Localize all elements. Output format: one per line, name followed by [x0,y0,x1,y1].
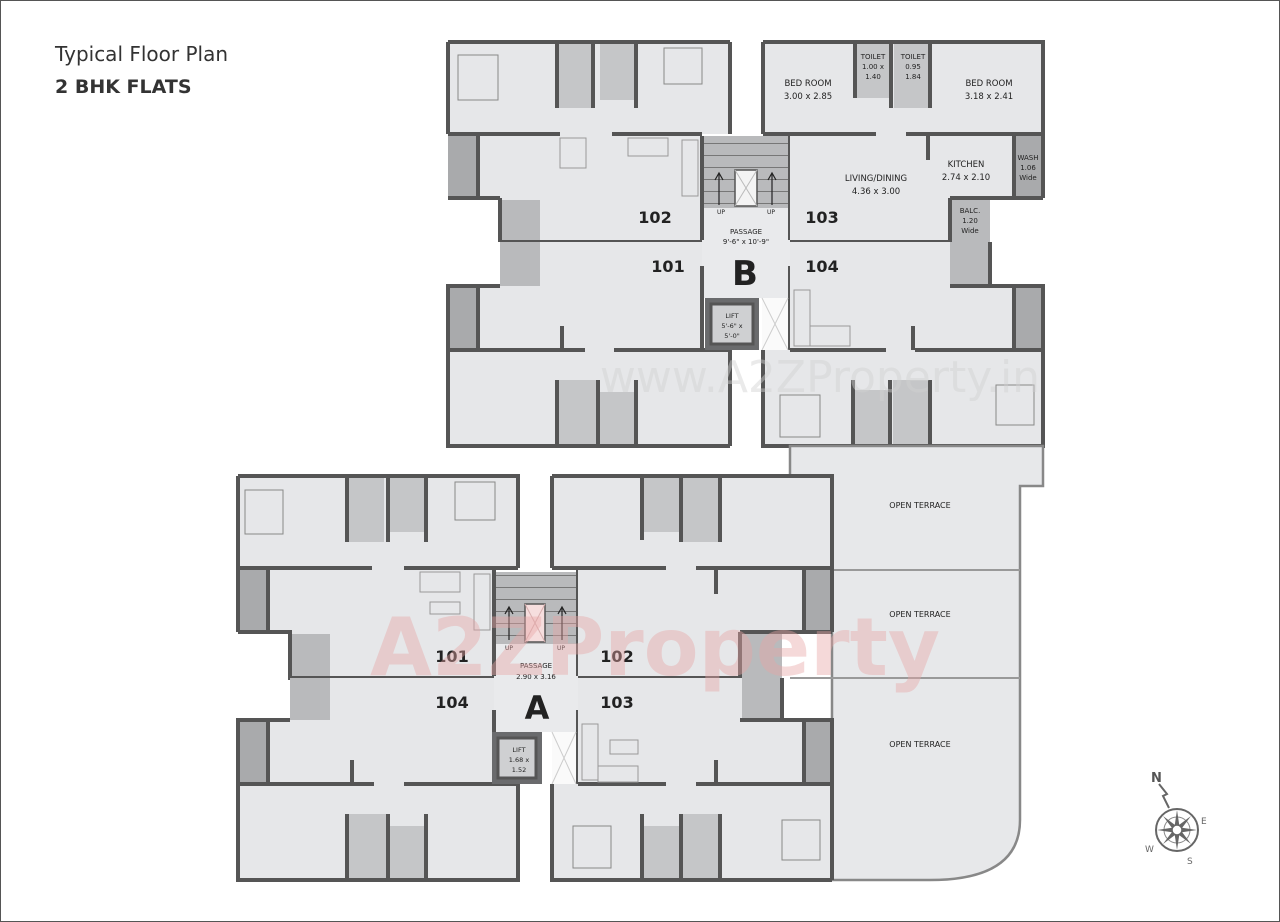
room-size: 1.00 x [862,63,884,71]
room-size: 1.20 [962,217,978,225]
room-size: Wide [961,227,978,235]
plan-title: Typical Floor Plan [55,42,229,66]
compass-south: S [1187,857,1193,867]
flat-a-101: 101 [236,474,520,680]
stairs-up-label: UP [767,209,775,216]
passage-size: 9'-6" x 10'-9" [723,238,769,246]
room-size: 1.40 [865,73,881,81]
room-size: 3.18 x 2.41 [965,92,1013,102]
plan-subtitle: 2 BHK FLATS [55,76,192,98]
flat-a-103: 103 [550,678,834,882]
block-a: 101 104 [236,474,834,882]
compass-north: N [1151,771,1162,786]
room-size: 0.95 [905,63,921,71]
flat-number: 101 [435,647,468,666]
stairs-up-label: UP [557,645,565,652]
room-name: WASH [1017,154,1038,162]
terrace-label: OPEN TERRACE [889,740,950,749]
flat-number: 102 [600,647,633,666]
room-name: TOILET [900,53,926,61]
passage-label: PASSAGE [730,228,762,236]
lift-label: LIFT [512,746,525,754]
passage-label: PASSAGE [520,662,552,670]
flat-number: 104 [805,257,838,276]
block-label: A [525,689,550,727]
room-name: LIVING/DINING [845,174,907,184]
room-size: 1.06 [1020,164,1036,172]
open-terrace-area: OPEN TERRACE OPEN TERRACE OPEN TERRACE [788,444,1045,882]
room-name: BED ROOM [784,79,831,89]
stairs-up-label: UP [717,209,725,216]
block-b: 102 101 [446,40,1045,448]
compass-west: W [1145,845,1154,855]
watermark-logo: A2ZProperty [370,601,940,694]
compass-icon: N E S W [1145,771,1207,867]
stairs-up-label: UP [505,645,513,652]
flat-b-103: BED ROOM 3.00 x 2.85 TOILET 1.00 x 1.40 … [761,40,1045,244]
flat-b-101: 101 [446,242,732,448]
flat-number: 104 [435,693,468,712]
core-b: UP UP PASSAGE 9'-6" x 10'-9" B LIFT 5'-6… [700,136,792,351]
room-name: TOILET [860,53,886,61]
watermark-text: www.A2ZProperty.in [600,352,1040,403]
lift-size: 5'-6" x [721,322,742,330]
room-size: 4.36 x 3.00 [852,187,900,197]
block-label: B [732,254,758,294]
flat-b-102: 102 [446,40,732,244]
room-name: KITCHEN [948,160,985,170]
flat-a-104: 104 [236,678,520,882]
room-size: Wide [1019,174,1036,182]
flat-number: 103 [600,693,633,712]
lift-size: 1.68 x [509,756,530,764]
room-size: 2.74 x 2.10 [942,173,990,183]
room-name: BALC. [960,207,981,215]
core-a: UP UP PASSAGE 2.90 x 3.16 A LIFT 1.68 x … [492,568,580,785]
lift-size: 5'-0" [724,332,739,340]
terrace-label: OPEN TERRACE [889,610,950,619]
flat-number: 101 [651,257,684,276]
flat-number: 102 [638,208,671,227]
passage-size: 2.90 x 3.16 [516,673,556,681]
flat-a-102: 102 [550,474,834,680]
room-size: 1.84 [905,73,921,81]
flat-number: 103 [805,208,838,227]
flat-b-104: 104 [761,242,1045,448]
lift-label: LIFT [725,312,738,320]
room-name: BED ROOM [965,79,1012,89]
terrace-label: OPEN TERRACE [889,501,950,510]
lift-size: 1.52 [512,766,526,774]
compass-east: E [1201,817,1207,827]
room-size: 3.00 x 2.85 [784,92,832,102]
